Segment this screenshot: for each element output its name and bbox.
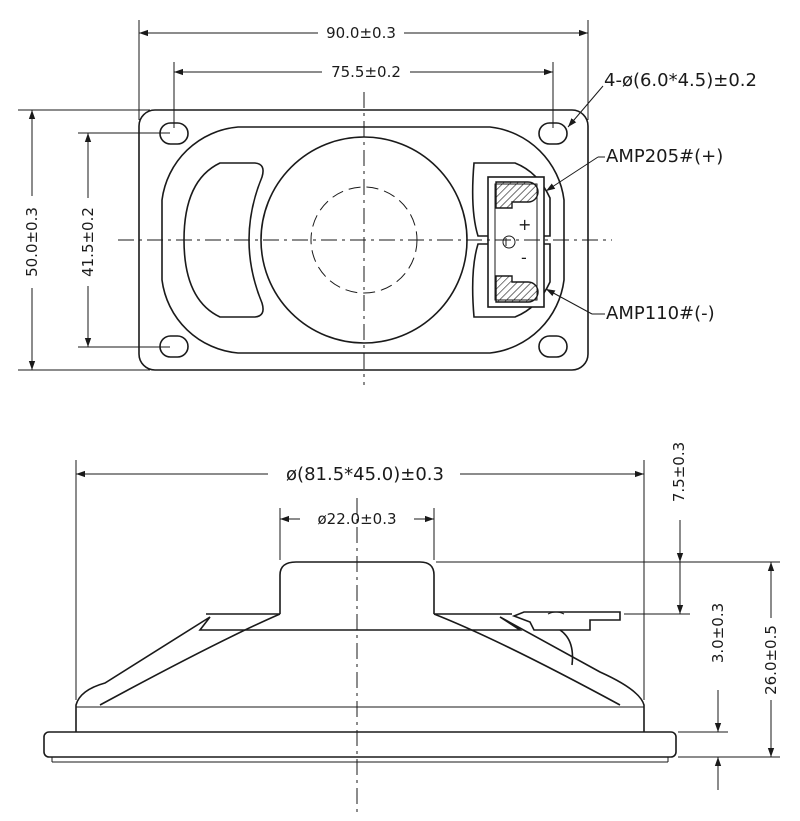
right-window-lower (471, 243, 551, 318)
side-terminal-lead (559, 629, 574, 666)
dim-magnet-diameter: ø22.0±0.3 (318, 510, 397, 528)
side-terminal-solder (547, 611, 565, 615)
dim-magnet-height: 7.5±0.3 (670, 442, 688, 502)
side-view: ø(81.5*45.0)±0.3 ø22.0±0.3 7.5±0.3 3.0±0… (43, 442, 780, 815)
side-cone-slope-left (99, 613, 281, 706)
dim-overall-height: 50.0±0.3 (23, 207, 41, 277)
dim-outer-diameter: ø(81.5*45.0)±0.3 (286, 464, 444, 485)
right-window-upper (471, 162, 551, 237)
mounting-hole-bottom-right (538, 335, 568, 358)
terminal-positive-label: AMP205#(+) (606, 146, 723, 167)
leader-negative (545, 288, 593, 315)
terminal-negative-label: AMP110#(-) (606, 303, 715, 324)
dim-overall-width: 90.0±0.3 (326, 24, 396, 42)
positive-terminal-lug (495, 181, 539, 209)
leader-positive (545, 156, 599, 192)
dim-frame-height: 3.0±0.3 (709, 603, 727, 663)
minus-mark: - (521, 248, 527, 267)
side-cone-slope-right (433, 613, 621, 706)
side-terminal (511, 611, 621, 631)
terminal-rivet (502, 235, 516, 249)
negative-terminal-lug (495, 275, 539, 303)
dim-hole-spacing-y: 41.5±0.2 (79, 207, 97, 277)
dim-total-height: 26.0±0.5 (762, 625, 780, 695)
top-view: + - 90.0±0.3 75.5±0.2 50.0±0.3 (18, 20, 757, 385)
leader-hole-callout (567, 85, 604, 128)
speaker-gasket-outline (161, 126, 565, 354)
side-magnet (279, 561, 435, 614)
hole-callout: 4-ø(6.0*4.5)±0.2 (604, 70, 757, 91)
left-window-cutout (183, 162, 264, 318)
plus-mark: + (518, 215, 531, 234)
side-base-flange (43, 731, 677, 758)
dim-hole-spacing-x: 75.5±0.2 (331, 63, 401, 81)
side-basket-body (75, 616, 645, 732)
